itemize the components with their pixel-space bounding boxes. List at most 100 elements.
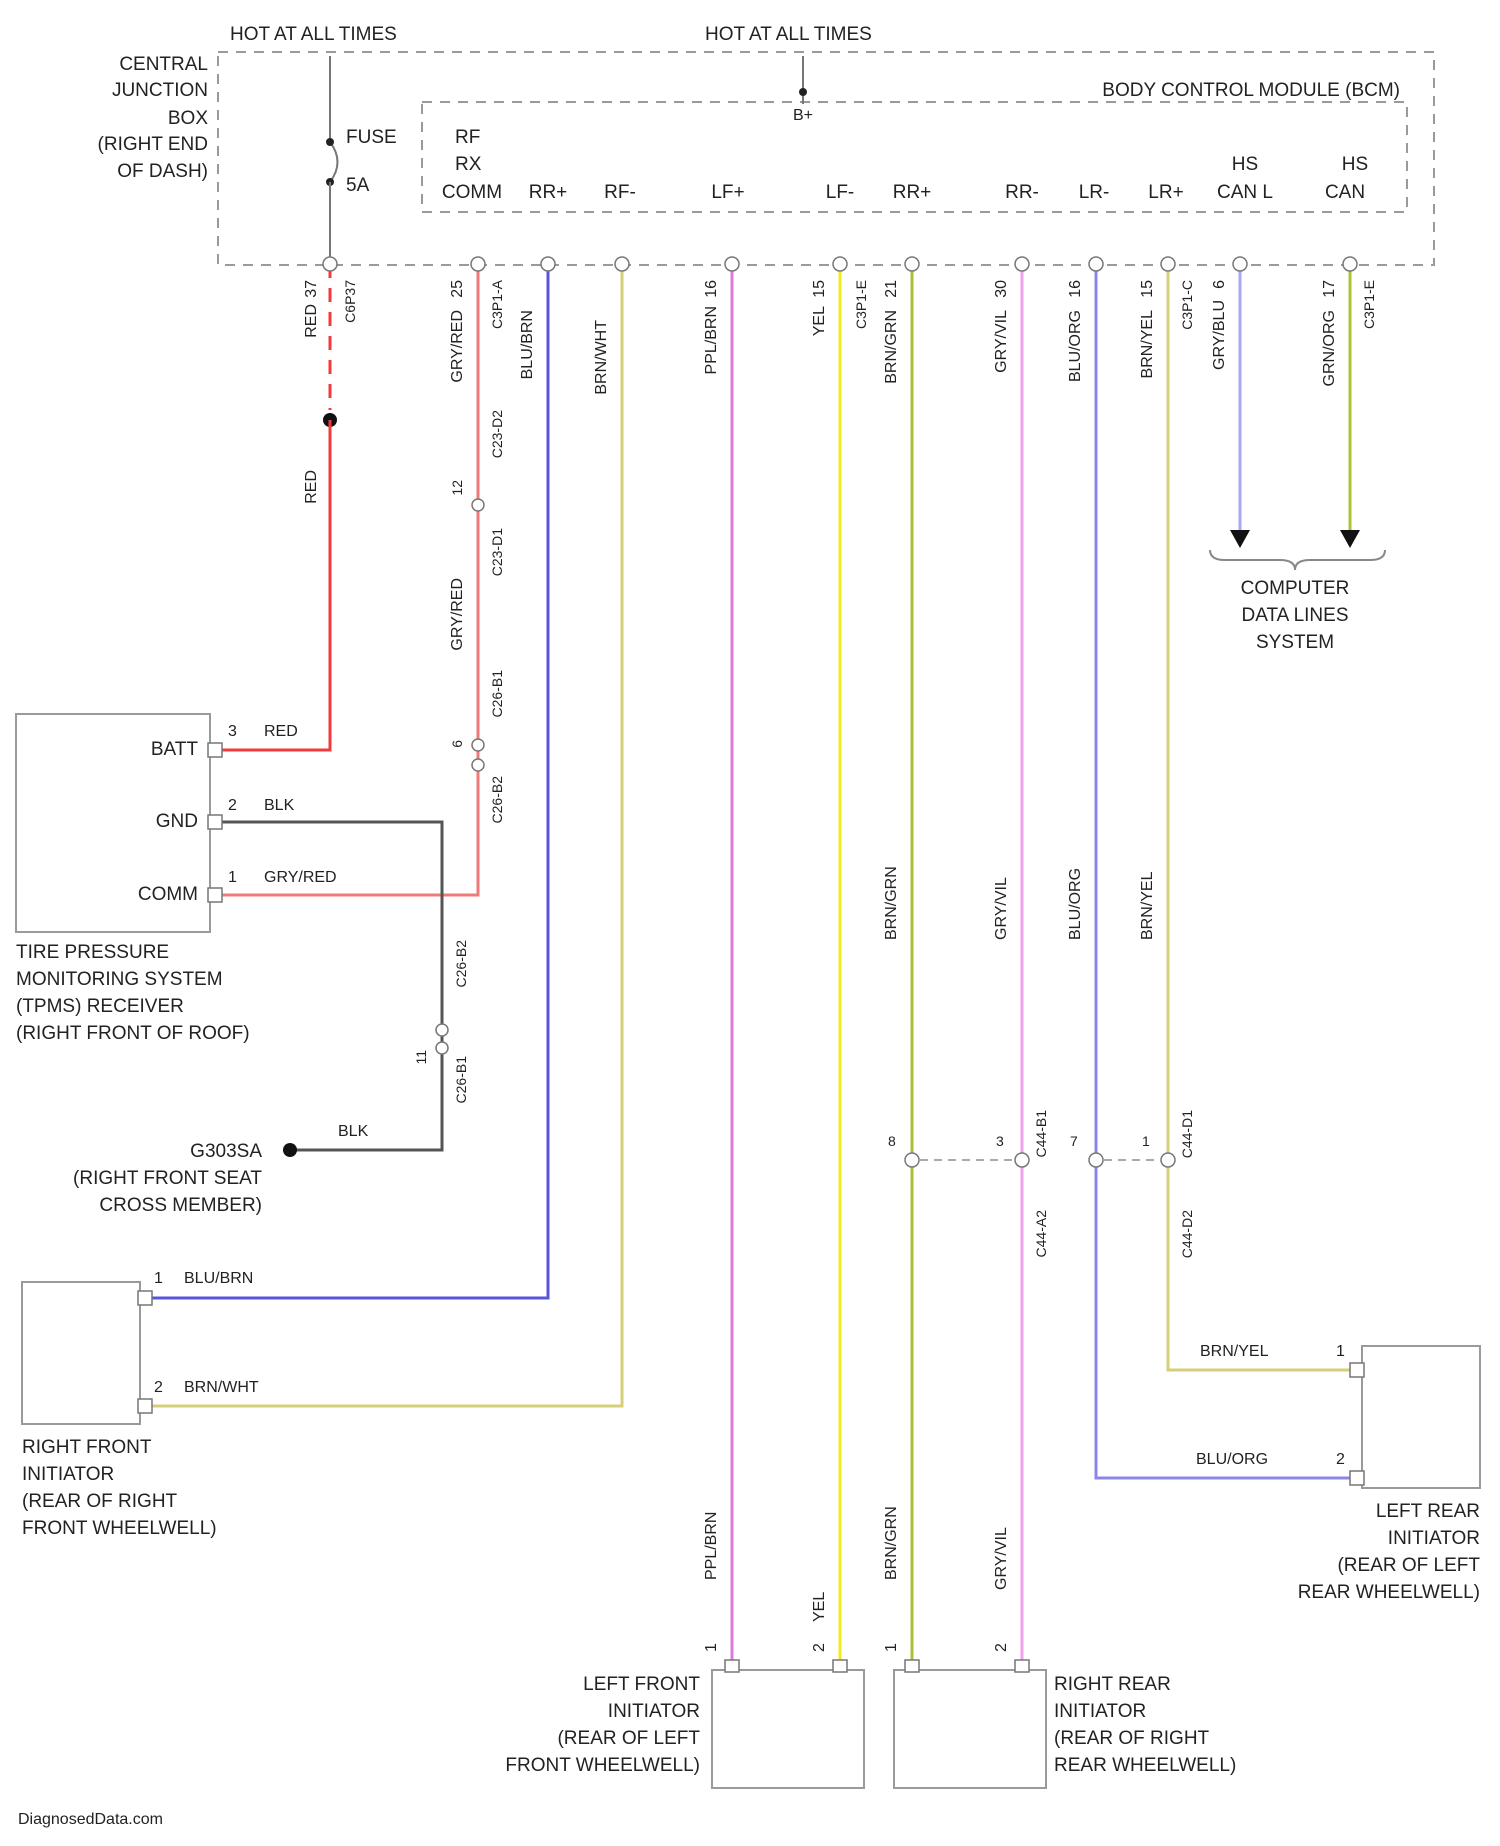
arrow-down-icon [1230,530,1250,548]
svg-text:GRY/BLU: GRY/BLU [1211,300,1228,370]
svg-text:INITIATOR: INITIATOR [1388,1528,1480,1549]
svg-text:6: 6 [449,740,465,748]
rf-init-pin [138,1399,152,1413]
svg-text:INITIATOR: INITIATOR [22,1464,114,1485]
svg-text:BRN/WHT: BRN/WHT [593,320,610,395]
rr-init-pin [905,1660,919,1672]
right-front-initiator-label: RIGHT FRONT INITIATOR (REAR OF RIGHT FRO… [22,1437,217,1539]
svg-text:RIGHT REAR: RIGHT REAR [1054,1674,1171,1695]
svg-text:INITIATOR: INITIATOR [1054,1701,1146,1722]
svg-text:FRONT WHEELWELL): FRONT WHEELWELL) [22,1518,217,1539]
svg-text:GRY/RED: GRY/RED [449,578,466,651]
tpms-wire-label: RED [264,723,298,740]
svg-text:BRN/GRN: BRN/GRN [883,866,900,940]
svg-text:RR-: RR- [1005,182,1039,203]
tpms-wire-label: GRY/RED [264,869,337,886]
svg-text:COMPUTER: COMPUTER [1241,578,1350,599]
lr-init-wire-label: BLU/ORG [1196,1451,1268,1468]
svg-text:BLU/ORG: BLU/ORG [1067,310,1084,382]
svg-text:COMM: COMM [442,182,502,203]
svg-text:37: 37 [303,280,320,298]
svg-text:GRY/VIL: GRY/VIL [993,877,1010,940]
rr-init-pin-number: 1 [883,1643,900,1652]
svg-text:C26-B2: C26-B2 [489,776,505,824]
lr-init-pin [1350,1363,1364,1377]
left-rear-initiator-box [1362,1346,1480,1488]
svg-text:25: 25 [449,280,466,298]
left-rear-initiator-label: LEFT REAR INITIATOR (REAR OF LEFT REAR W… [1298,1501,1481,1603]
svg-text:CAN: CAN [1325,182,1365,203]
svg-text:BRN/GRN: BRN/GRN [883,310,900,384]
svg-text:LEFT FRONT: LEFT FRONT [583,1674,700,1695]
svg-text:BLU/BRN: BLU/BRN [519,310,536,379]
rf-init-wire-label: BLU/BRN [184,1270,253,1287]
right-rear-initiator-box [894,1670,1046,1788]
svg-text:30: 30 [993,280,1010,298]
svg-text:C23-D2: C23-D2 [489,410,505,458]
svg-text:(RIGHT END: (RIGHT END [98,134,208,155]
rf-init-wire-label: BRN/WHT [184,1379,259,1396]
svg-text:REAR WHEELWELL): REAR WHEELWELL) [1054,1755,1236,1776]
tpms-wire-label: BLK [264,797,295,814]
svg-text:LF+: LF+ [711,182,744,203]
computer-data-lines-label: COMPUTER DATA LINES SYSTEM [1241,578,1350,653]
svg-text:OF DASH): OF DASH) [117,161,208,182]
svg-text:C23-D1: C23-D1 [489,528,505,576]
svg-text:CROSS MEMBER): CROSS MEMBER) [99,1195,262,1216]
svg-text:BRN/YEL: BRN/YEL [1139,871,1156,940]
svg-text:C44-D1: C44-D1 [1179,1110,1195,1158]
svg-text:LR-: LR- [1079,182,1110,203]
red-wire [222,420,330,750]
svg-text:SYSTEM: SYSTEM [1256,632,1334,653]
bcm-pin-names: COMM RR+ RF- LF+ LF- RR+ RR- LR- LR+ HS … [442,154,1368,203]
svg-text:YEL: YEL [811,306,828,336]
svg-text:G303SA: G303SA [190,1141,262,1162]
svg-text:C26-B2: C26-B2 [453,940,469,988]
lf-init-pin [833,1660,847,1672]
left-front-initiator-label: LEFT FRONT INITIATOR (REAR OF LEFT FRONT… [505,1674,700,1776]
lf-init-pin-number: 2 [811,1643,828,1652]
tpms-pin-number: 2 [228,797,237,814]
svg-text:LEFT REAR: LEFT REAR [1376,1501,1480,1522]
tpms-pin-batt: BATT [151,739,199,760]
svg-text:(RIGHT FRONT OF ROOF): (RIGHT FRONT OF ROOF) [16,1023,250,1044]
right-front-initiator-box [22,1282,140,1424]
svg-text:BOX: BOX [168,108,208,129]
central-junction-box-label: CENTRAL JUNCTION BOX (RIGHT END OF DASH) [98,54,209,182]
arrow-down-icon [1340,530,1360,548]
lf-init-pin [725,1660,739,1672]
lr-init-pin-number: 2 [1336,1451,1345,1468]
tpms-receiver-label: TIRE PRESSURE MONITORING SYSTEM (TPMS) R… [16,942,250,1044]
svg-text:DATA LINES: DATA LINES [1242,605,1349,626]
svg-text:15: 15 [811,280,828,298]
svg-text:INITIATOR: INITIATOR [608,1701,700,1722]
left-front-initiator-box [712,1670,864,1788]
rf-init-pin-number: 2 [154,1379,163,1396]
rr-init-pin [1015,1660,1029,1672]
tpms-pin-number: 1 [228,869,237,886]
watermark: DiagnosedData.com [18,1811,163,1828]
lf-init-pin-number: 1 [703,1643,720,1652]
brn-wht-wire [148,264,622,1406]
rr-init-wire-label: GRY/VIL [993,1527,1010,1590]
hot-at-all-times-left: HOT AT ALL TIMES [230,24,397,45]
lr-init-pin-number: 1 [1336,1343,1345,1360]
svg-text:11: 11 [413,1050,429,1065]
lr-init-pin [1350,1471,1364,1485]
rf-init-pin-number: 1 [154,1270,163,1287]
fuse-amperage: 5A [346,175,370,196]
svg-text:(REAR OF LEFT: (REAR OF LEFT [1337,1555,1480,1576]
svg-text:MONITORING SYSTEM: MONITORING SYSTEM [16,969,223,990]
svg-text:21: 21 [883,280,900,298]
rf-init-pin [138,1291,152,1305]
ground-label: G303SA (RIGHT FRONT SEAT CROSS MEMBER) [73,1141,262,1216]
ground-icon [283,1143,297,1157]
tpms-pin-number: 3 [228,723,237,740]
svg-text:(REAR OF RIGHT: (REAR OF RIGHT [22,1491,178,1512]
svg-text:FRONT WHEELWELL): FRONT WHEELWELL) [505,1755,700,1776]
fuse-icon [330,142,338,182]
svg-text:RF-: RF- [604,182,636,203]
brace [1210,550,1385,570]
svg-text:RED: RED [303,304,320,338]
